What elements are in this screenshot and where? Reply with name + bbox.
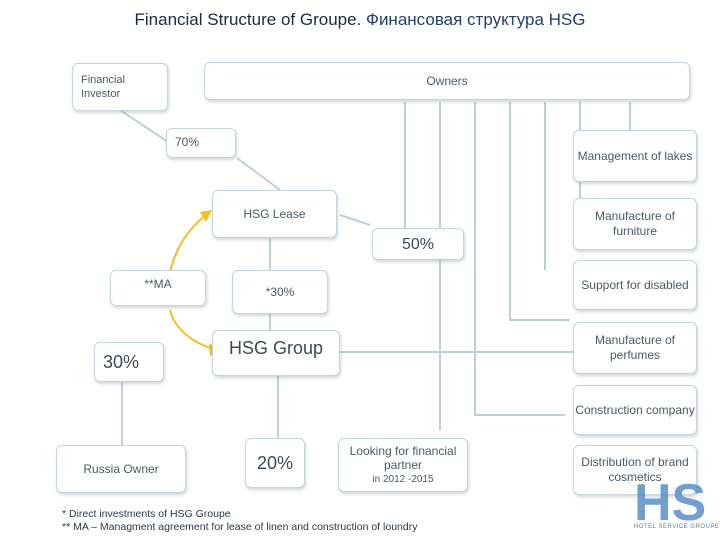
business-label: Management of lakes — [577, 148, 693, 163]
connector-50-lease — [339, 214, 371, 226]
share-50-label: 50% — [401, 235, 435, 253]
business-label: Manufacture of perfumes — [594, 333, 676, 362]
footnotes: * Direct investments of HSG Groupe ** MA… — [62, 508, 417, 534]
hsg-lease-box: HSG Lease — [212, 190, 337, 238]
owners-label: Owners — [426, 73, 468, 88]
hsg-lease-label: HSG Lease — [243, 206, 306, 221]
business-management-of-lakes: Management of lakes — [573, 130, 697, 182]
share-70-label: 70% — [175, 135, 200, 149]
footnote-direct-investments: * Direct investments of HSG Groupe — [62, 508, 231, 520]
hsg-logo: HS — [634, 474, 706, 532]
ma-box: **MA — [110, 270, 206, 306]
hsg-group-box: HSG Group — [212, 330, 340, 376]
share-30-star-box: *30% — [232, 270, 328, 314]
connector-owners-construction — [474, 102, 565, 416]
logo-letters: HS — [634, 474, 706, 532]
title-en: Financial Structure of Groupe. — [134, 10, 362, 29]
ma-arrowhead-up — [200, 210, 212, 222]
connector-owners-perfumes — [509, 102, 570, 321]
owners-box: Owners — [204, 62, 690, 100]
russia-owner-box: Russia Owner — [56, 445, 186, 493]
share-20-label: 20% — [256, 452, 294, 473]
footnote-ma: ** MA – Managment agreement for lease of… — [62, 521, 418, 533]
financial-partner-box: Looking for financial partner in 2012 -2… — [338, 438, 468, 492]
ma-arrow-down — [169, 309, 219, 351]
share-30-label: 30% — [103, 351, 140, 372]
business-manufacture-of-perfumes: Manufacture of perfumes — [573, 322, 697, 374]
share-30-star-label: *30% — [265, 284, 295, 299]
page-title: Financial Structure of Groupe. Финансова… — [0, 10, 720, 30]
share-20-box: 20% — [245, 438, 305, 488]
share-70-box: 70% — [166, 128, 236, 158]
title-ru: Финансовая структура HSG — [366, 10, 586, 29]
share-30-box: 30% — [94, 342, 164, 382]
financial-partner-label: Looking for financial partner — [349, 444, 457, 472]
ma-label: **MA — [144, 277, 172, 291]
business-label: Support for disabled — [581, 277, 689, 292]
financial-investor-label: Financial Investor — [81, 74, 126, 100]
connector-70-lease — [236, 157, 281, 191]
russia-owner-label: Russia Owner — [83, 461, 159, 476]
business-label: Construction company — [575, 402, 695, 417]
financial-investor-box: Financial Investor — [72, 63, 168, 111]
business-support-for-disabled: Support for disabled — [573, 260, 697, 310]
share-50-box: 50% — [372, 228, 464, 260]
connector-investor-70 — [119, 109, 169, 143]
business-label: Distribution of brand cosmetics — [581, 455, 689, 484]
business-construction-company: Construction company — [573, 385, 697, 435]
hsg-group-label: HSG Group — [229, 338, 324, 358]
financial-partner-period: in 2012 -2015 — [372, 474, 434, 485]
business-distribution-of-brand-cosmetics: Distribution of brand cosmetics — [573, 445, 697, 495]
business-manufacture-of-furniture: Manufacture of furniture — [573, 198, 697, 250]
logo-caption: HOTEL SERVICE GROUPE — [634, 524, 720, 530]
business-label: Manufacture of furniture — [594, 209, 676, 238]
